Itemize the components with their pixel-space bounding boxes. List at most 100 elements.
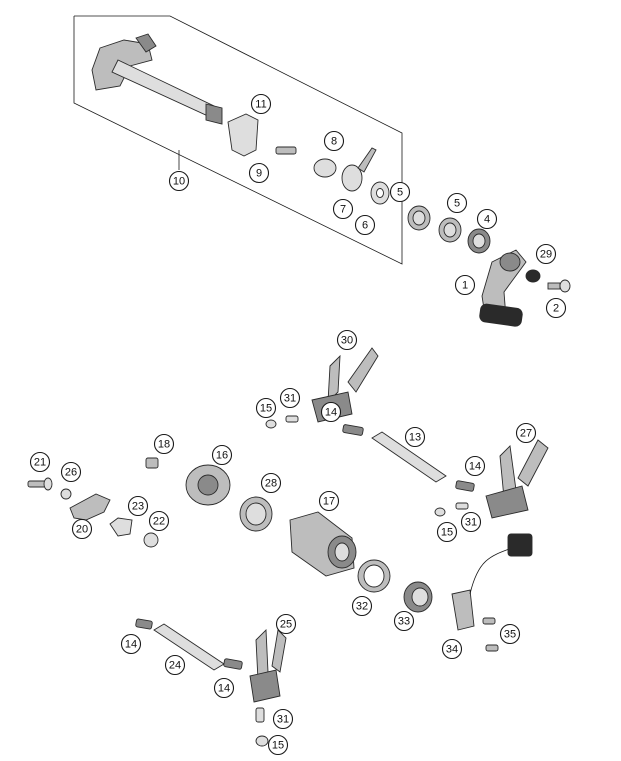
callout-circle (404, 426, 426, 448)
callout-number: 28 (265, 478, 277, 490)
gear-sensor-33 (403, 581, 433, 613)
spring-9 (275, 146, 297, 155)
callout-number: 15 (272, 740, 284, 752)
callout-25: 25 (275, 613, 297, 635)
callout-31: 31 (279, 387, 301, 409)
callout-circle (320, 401, 342, 423)
shift-lever-1 (479, 249, 527, 327)
clip-8 (313, 158, 337, 178)
rod-13 (371, 431, 447, 483)
washer-26 (60, 488, 72, 500)
bolt-21 (27, 480, 47, 488)
callout-20: 20 (71, 518, 93, 540)
callout-23: 23 (127, 495, 149, 517)
spring-14-upper (342, 424, 364, 436)
callout-circle (260, 472, 282, 494)
callout-number: 27 (520, 428, 532, 440)
callout-number: 5 (454, 198, 460, 210)
callout-31: 31 (272, 708, 294, 730)
callout-4: 4 (476, 208, 498, 230)
callout-circle (60, 461, 82, 483)
callout-5: 5 (389, 181, 411, 203)
spring-14-lower-left (135, 618, 153, 630)
plate-11 (227, 113, 259, 157)
callout-number: 11 (255, 99, 266, 111)
callout-10: 10 (168, 170, 190, 192)
callout-number: 22 (153, 516, 165, 528)
callout-number: 31 (277, 714, 289, 726)
callout-21: 21 (29, 451, 51, 473)
callout-circle (213, 677, 235, 699)
callout-number: 4 (484, 214, 490, 226)
callout-number: 7 (340, 204, 346, 216)
callout-circle (354, 214, 376, 236)
callout-number: 16 (216, 450, 228, 462)
callout-number: 25 (280, 619, 292, 631)
callout-circle (545, 297, 567, 319)
callout-6: 6 (354, 214, 376, 236)
callout-layer: 1245567891011131414141415151516171820212… (29, 93, 567, 756)
callout-number: 26 (65, 467, 77, 479)
ring-32 (357, 559, 391, 593)
callout-number: 1 (462, 280, 468, 292)
nut-29 (525, 269, 541, 283)
callout-28: 28 (260, 472, 282, 494)
callout-number: 5 (397, 187, 403, 199)
callout-number: 14 (325, 407, 337, 419)
bush-22 (143, 532, 159, 548)
callout-15: 15 (267, 734, 289, 756)
callout-15: 15 (255, 397, 277, 419)
callout-circle (29, 451, 51, 473)
callout-circle (515, 422, 537, 444)
spring-14-lower (223, 658, 243, 670)
callout-number: 30 (341, 335, 353, 347)
shift-fork-25 (249, 628, 287, 703)
callout-circle (148, 510, 170, 532)
callout-circle (332, 198, 354, 220)
callout-26: 26 (60, 461, 82, 483)
callout-number: 20 (76, 524, 88, 536)
callout-9: 9 (248, 162, 270, 184)
callout-14: 14 (464, 455, 486, 477)
callout-circle (499, 623, 521, 645)
callout-number: 13 (409, 432, 421, 444)
callout-circle (250, 93, 272, 115)
callout-number: 15 (260, 403, 272, 415)
seal-4 (467, 228, 491, 254)
callout-circle (535, 243, 557, 265)
callout-14: 14 (213, 677, 235, 699)
bearing-28 (239, 496, 273, 532)
callout-14: 14 (320, 401, 342, 423)
callout-circle (393, 610, 415, 632)
callout-circle (441, 638, 463, 660)
callout-circle (351, 595, 373, 617)
callout-29: 29 (535, 243, 557, 265)
callout-number: 32 (356, 601, 368, 613)
callout-number: 14 (125, 639, 137, 651)
callout-number: 29 (540, 249, 552, 261)
callout-2: 2 (545, 297, 567, 319)
roller-15-upper (265, 419, 277, 429)
callout-number: 31 (465, 517, 477, 529)
callout-circle (336, 329, 358, 351)
callout-circle (255, 397, 277, 419)
callout-number: 24 (169, 660, 181, 672)
roller-15-lower (255, 735, 269, 747)
callout-number: 8 (331, 136, 337, 148)
callout-circle (153, 433, 175, 455)
bearing-5a (407, 205, 431, 231)
shift-drum-star-16 (185, 464, 231, 506)
callout-18: 18 (153, 433, 175, 455)
callout-35: 35 (499, 623, 521, 645)
shift-fork-27 (485, 439, 549, 519)
callout-16: 16 (211, 444, 233, 466)
callout-number: 17 (323, 496, 335, 508)
roller-15-right (434, 507, 446, 517)
pin-31-lower (255, 707, 265, 723)
rod-24 (153, 623, 225, 671)
callout-33: 33 (393, 610, 415, 632)
bolt-2 (547, 279, 571, 293)
screw-35b (485, 644, 499, 652)
callout-circle (436, 521, 458, 543)
